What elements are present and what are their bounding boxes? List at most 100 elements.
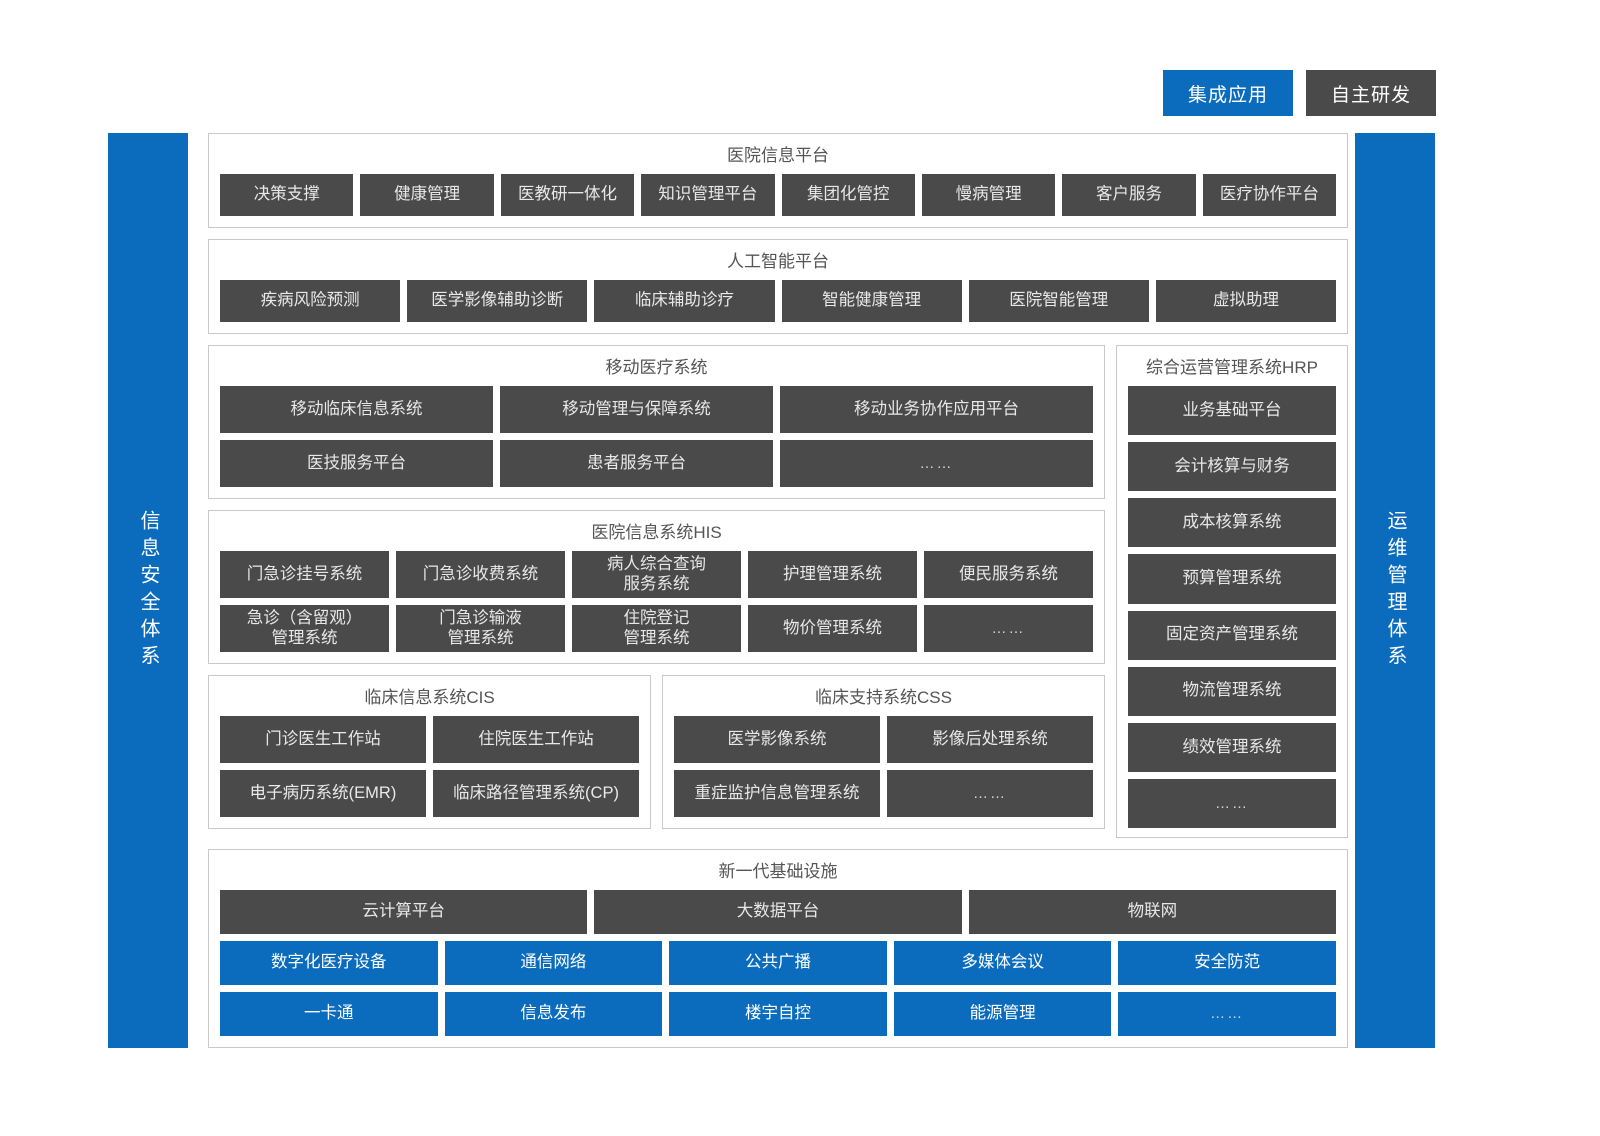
module-box[interactable]: 慢病管理: [921, 174, 1056, 216]
row-css-2: 重症监护信息管理系统 ……: [674, 770, 1093, 817]
row-his-2: 急诊（含留观） 管理系统 门急诊输液 管理系统 住院登记 管理系统 物价管理系统…: [220, 605, 1093, 652]
row-hospital-info-platform: 决策支撑 健康管理 医教研一体化 知识管理平台 集团化管控 慢病管理 客户服务 …: [220, 174, 1336, 216]
module-box[interactable]: 病人综合查询 服务系统: [572, 551, 741, 598]
row-mobile-medical-2: 医技服务平台 患者服务平台 ……: [220, 440, 1093, 487]
row-ai-platform: 疾病风险预测 医学影像辅助诊断 临床辅助诊疗 智能健康管理 医院智能管理 虚拟助…: [220, 280, 1337, 322]
module-box[interactable]: 移动业务协作应用平台: [779, 386, 1093, 433]
legend-chip-integrated: 集成应用: [1163, 70, 1293, 116]
module-box[interactable]: 会计核算与财务: [1128, 442, 1336, 492]
module-box[interactable]: 患者服务平台: [499, 440, 773, 487]
split-cis-css: 临床信息系统CIS 门诊医生工作站 住院医生工作站 电子病历系统(EMR) 临床…: [208, 675, 1105, 829]
module-box-more[interactable]: ……: [1128, 778, 1336, 828]
sidebar-right-label: 运维管理体系: [1384, 509, 1406, 672]
module-box[interactable]: 影像后处理系统: [887, 716, 1093, 763]
panel-cis: 临床信息系统CIS 门诊医生工作站 住院医生工作站 电子病历系统(EMR) 临床…: [208, 675, 651, 829]
panel-title-cis: 临床信息系统CIS: [364, 688, 495, 707]
panel-title-ai-platform: 人工智能平台: [727, 252, 829, 271]
module-box[interactable]: 物价管理系统: [748, 605, 917, 652]
module-box[interactable]: 健康管理: [360, 174, 494, 216]
module-box[interactable]: 移动管理与保障系统: [499, 386, 773, 433]
panel-mobile-medical: 移动医疗系统 移动临床信息系统 移动管理与保障系统 移动业务协作应用平台 医技服…: [208, 345, 1105, 499]
panel-title-his: 医院信息系统HIS: [591, 523, 722, 542]
module-box[interactable]: 固定资产管理系统: [1128, 610, 1336, 660]
panel-hospital-info-platform: 医院信息平台 决策支撑 健康管理 医教研一体化 知识管理平台 集团化管控 慢病管…: [208, 133, 1348, 228]
middle-left-stack: 移动医疗系统 移动临床信息系统 移动管理与保障系统 移动业务协作应用平台 医技服…: [208, 345, 1105, 838]
hrp-item-list: 业务基础平台 会计核算与财务 成本核算系统 预算管理系统 固定资产管理系统 物流…: [1128, 386, 1336, 828]
module-box-more[interactable]: ……: [924, 605, 1093, 652]
panel-css: 临床支持系统CSS 医学影像系统 影像后处理系统 重症监护信息管理系统 ……: [662, 675, 1105, 829]
module-box[interactable]: 预算管理系统: [1128, 554, 1336, 604]
module-box[interactable]: 临床路径管理系统(CP): [433, 770, 639, 817]
row-infrastructure-3: 一卡通 信息发布 楼宇自控 能源管理 ……: [220, 992, 1336, 1036]
module-box[interactable]: 疾病风险预测: [220, 280, 401, 322]
panel-his: 医院信息系统HIS 门急诊挂号系统 门急诊收费系统 病人综合查询 服务系统 护理…: [208, 510, 1105, 664]
middle-zone: 移动医疗系统 移动临床信息系统 移动管理与保障系统 移动业务协作应用平台 医技服…: [208, 345, 1348, 838]
hrp-column: 综合运营管理系统HRP 业务基础平台 会计核算与财务 成本核算系统 预算管理系统…: [1116, 345, 1348, 838]
module-box[interactable]: 公共广播: [669, 941, 887, 985]
row-css-1: 医学影像系统 影像后处理系统: [674, 716, 1093, 763]
module-box[interactable]: 便民服务系统: [924, 551, 1093, 598]
module-box[interactable]: 多媒体会议: [893, 941, 1112, 985]
module-box[interactable]: 医教研一体化: [500, 174, 635, 216]
module-box[interactable]: 楼宇自控: [669, 992, 887, 1036]
panel-hrp: 综合运营管理系统HRP 业务基础平台 会计核算与财务 成本核算系统 预算管理系统…: [1116, 345, 1348, 838]
module-box[interactable]: 门急诊输液 管理系统: [396, 605, 565, 652]
panel-title-hrp: 综合运营管理系统HRP: [1146, 358, 1318, 377]
row-infrastructure-1: 云计算平台 大数据平台 物联网: [220, 890, 1336, 934]
row-mobile-medical-1: 移动临床信息系统 移动管理与保障系统 移动业务协作应用平台: [220, 386, 1093, 433]
module-box[interactable]: 虚拟助理: [1155, 280, 1337, 322]
module-box[interactable]: 智能健康管理: [781, 280, 962, 322]
module-box[interactable]: 临床辅助诊疗: [594, 280, 775, 322]
main-stack: 医院信息平台 决策支撑 健康管理 医教研一体化 知识管理平台 集团化管控 慢病管…: [208, 133, 1348, 1048]
module-box[interactable]: 物联网: [968, 890, 1336, 934]
module-box-more[interactable]: ……: [887, 770, 1093, 817]
sidebar-operations-management: 运维管理体系: [1355, 133, 1435, 1048]
module-box[interactable]: 成本核算系统: [1128, 498, 1336, 548]
panel-infrastructure: 新一代基础设施 云计算平台 大数据平台 物联网 数字化医疗设备 通信网络 公共广…: [208, 849, 1348, 1048]
module-box[interactable]: 业务基础平台: [1128, 386, 1336, 436]
module-box[interactable]: 信息发布: [444, 992, 663, 1036]
sidebar-information-security: 信息安全体系: [108, 133, 188, 1048]
panel-title-css: 临床支持系统CSS: [815, 688, 952, 707]
module-box[interactable]: 医学影像辅助诊断: [407, 280, 588, 322]
panel-title-mobile-medical: 移动医疗系统: [605, 358, 708, 377]
module-box[interactable]: 急诊（含留观） 管理系统: [220, 605, 389, 652]
row-his-1: 门急诊挂号系统 门急诊收费系统 病人综合查询 服务系统 护理管理系统 便民服务系…: [220, 551, 1093, 598]
legend-chip-selfdeveloped: 自主研发: [1306, 70, 1436, 116]
module-box[interactable]: 客户服务: [1062, 174, 1196, 216]
module-box[interactable]: 医疗协作平台: [1202, 174, 1336, 216]
module-box[interactable]: 门急诊挂号系统: [220, 551, 389, 598]
module-box[interactable]: 绩效管理系统: [1128, 722, 1336, 772]
module-box[interactable]: 移动临床信息系统: [220, 386, 493, 433]
module-box[interactable]: 住院医生工作站: [433, 716, 639, 763]
module-box[interactable]: 能源管理: [893, 992, 1112, 1036]
module-box[interactable]: 电子病历系统(EMR): [220, 770, 426, 817]
row-cis-1: 门诊医生工作站 住院医生工作站: [220, 716, 639, 763]
module-box-more[interactable]: ……: [1118, 992, 1336, 1036]
module-box[interactable]: 安全防范: [1118, 941, 1336, 985]
module-box[interactable]: 医院智能管理: [968, 280, 1149, 322]
module-box[interactable]: 门诊医生工作站: [220, 716, 426, 763]
row-cis-2: 电子病历系统(EMR) 临床路径管理系统(CP): [220, 770, 639, 817]
panel-title-hospital-info-platform: 医院信息平台: [727, 146, 829, 165]
module-box[interactable]: 一卡通: [220, 992, 438, 1036]
module-box[interactable]: 医技服务平台: [220, 440, 493, 487]
module-box[interactable]: 大数据平台: [594, 890, 962, 934]
module-box[interactable]: 通信网络: [444, 941, 663, 985]
module-box[interactable]: 数字化医疗设备: [220, 941, 438, 985]
module-box[interactable]: 云计算平台: [220, 890, 588, 934]
module-box[interactable]: 决策支撑: [220, 174, 354, 216]
row-infrastructure-2: 数字化医疗设备 通信网络 公共广播 多媒体会议 安全防范: [220, 941, 1336, 985]
legend: 集成应用 自主研发: [1163, 70, 1436, 116]
module-box[interactable]: 知识管理平台: [641, 174, 775, 216]
module-box[interactable]: 医学影像系统: [674, 716, 880, 763]
module-box-more[interactable]: ……: [779, 440, 1093, 487]
module-box[interactable]: 物流管理系统: [1128, 666, 1336, 716]
sidebar-left-label: 信息安全体系: [137, 509, 159, 672]
module-box[interactable]: 重症监护信息管理系统: [674, 770, 880, 817]
module-box[interactable]: 住院登记 管理系统: [572, 605, 741, 652]
module-box[interactable]: 护理管理系统: [748, 551, 917, 598]
module-box[interactable]: 集团化管控: [781, 174, 915, 216]
module-box[interactable]: 门急诊收费系统: [396, 551, 565, 598]
